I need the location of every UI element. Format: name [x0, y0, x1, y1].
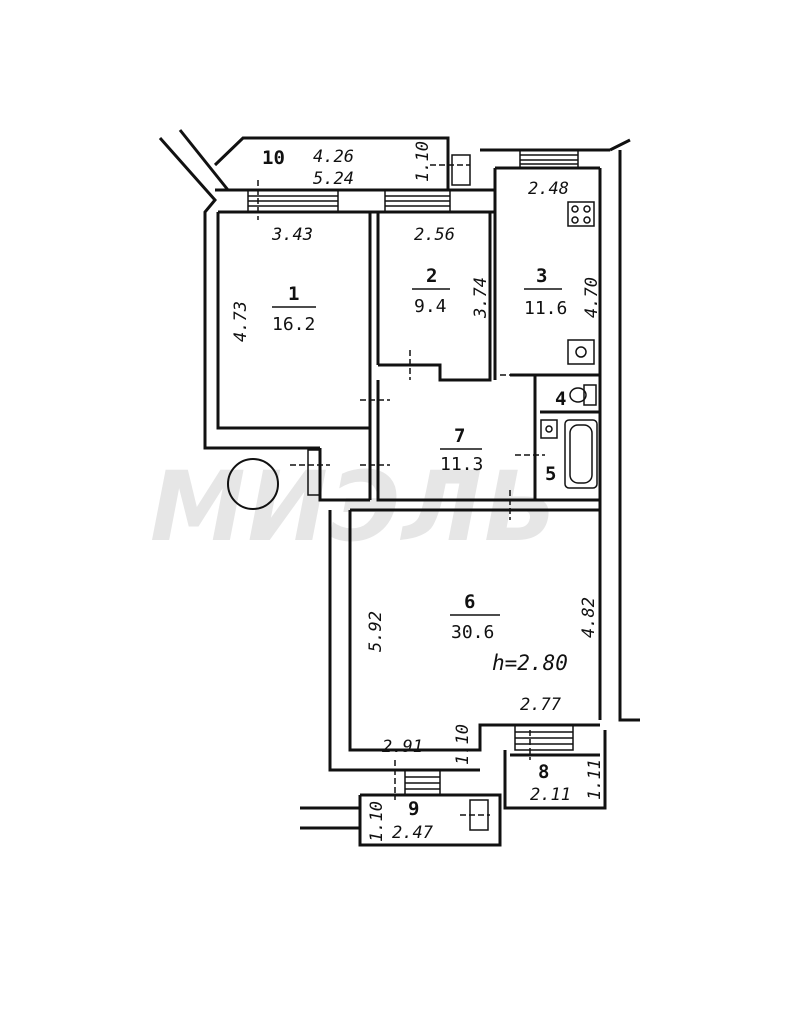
room-8-area: 2.11 [530, 785, 571, 805]
dim-2-56: 2.56 [414, 225, 455, 245]
room-1-area: 16.2 [272, 314, 315, 335]
dim-5-92: 5.92 [366, 611, 386, 652]
dim-4-73: 4.73 [231, 301, 251, 342]
room-2-number: 2 [426, 265, 437, 287]
room-6-number: 6 [464, 591, 475, 613]
room-9: 9 2.47 [392, 798, 434, 843]
dimensions: 4.26 5.24 1.10 2.48 3.43 2.56 4.73 3.74 … [231, 141, 605, 842]
bathroom-sink-icon [540, 419, 558, 439]
room-10-number: 10 [262, 147, 285, 169]
watermark: МИЭЛЬ [150, 451, 559, 563]
room-3-number: 3 [536, 265, 547, 287]
room-9-number: 9 [408, 798, 419, 820]
toilet-icon [569, 384, 597, 406]
room-3: 3 11.6 [524, 265, 567, 319]
kitchen-sink-icon [567, 339, 595, 365]
room-4-number: 4 [555, 388, 566, 410]
room-3-area: 11.6 [524, 298, 567, 319]
dim-3-43: 3.43 [271, 225, 313, 245]
stove-icon [567, 201, 595, 227]
room-6: 6 30.6 [450, 591, 500, 643]
room-8: 8 2.11 [530, 761, 571, 805]
dim-2-48: 2.48 [528, 179, 569, 199]
column-circle [227, 458, 279, 510]
door-marks [257, 164, 545, 816]
room-2-area: 9.4 [414, 296, 447, 317]
windows [247, 149, 579, 831]
dim-4-70: 4.70 [582, 277, 602, 318]
dim-5-24: 5.24 [313, 169, 354, 189]
room-7: 7 11.3 [440, 425, 483, 475]
room-7-area: 11.3 [440, 454, 483, 475]
dim-1-11: 1.11 [585, 759, 605, 800]
room-5-number: 5 [545, 463, 556, 485]
room-6-area: 30.6 [451, 622, 494, 643]
dim-3-74: 3.74 [471, 277, 491, 319]
room-1-number: 1 [288, 283, 299, 305]
dim-2-77: 2.77 [520, 695, 562, 715]
room-1: 1 16.2 [272, 283, 316, 335]
dim-1-10-low: 1.10 [367, 801, 387, 842]
dim-4-26: 4.26 [313, 147, 354, 167]
dim-1-10-top: 1.10 [413, 141, 433, 182]
room-9-area: 2.47 [392, 823, 434, 843]
bathtub-icon [564, 419, 598, 489]
room-7-number: 7 [454, 425, 465, 447]
dim-4-82: 4.82 [579, 597, 599, 638]
dim-2-91: 2.91 [382, 737, 423, 757]
ceiling-height: h=2.80 [492, 651, 568, 675]
fixtures [227, 201, 598, 510]
dim-1-10-mid: 1.10 [453, 724, 473, 765]
room-8-number: 8 [538, 761, 549, 783]
room-2: 2 9.4 [412, 265, 450, 317]
